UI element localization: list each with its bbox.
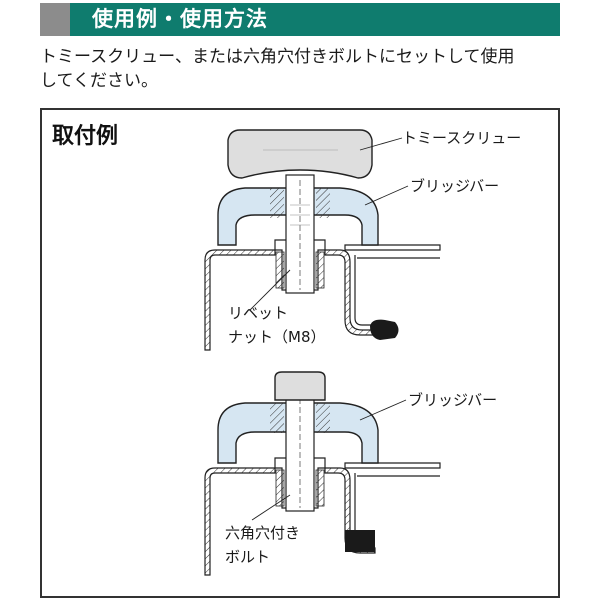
- label-rivet-nut-1: リベット: [228, 304, 288, 322]
- intro-line-2: してください。: [40, 71, 158, 91]
- top-bridge-bar: [217, 187, 379, 246]
- bottom-right-panel: [324, 467, 376, 554]
- header-bar: [70, 3, 560, 36]
- bottom-gasket: [345, 530, 375, 552]
- bottom-bolt-head: [274, 371, 326, 401]
- intro-text: トミースクリュー、または六角穴付きボルトにセットして使用 してください。: [40, 45, 565, 93]
- section-title: 使用例・使用方法: [92, 7, 268, 31]
- label-bolt-1: 六角穴付き: [225, 524, 300, 542]
- label-bolt-2: ボルト: [225, 548, 270, 566]
- top-left-panel: [204, 249, 276, 351]
- bottom-left-panel: [204, 467, 276, 576]
- label-bridge-bar-top: ブリッジバー: [410, 177, 499, 195]
- label-rivet-nut-2: ナット（M8）: [228, 328, 326, 346]
- label-tommy-screw: トミースクリュー: [402, 129, 521, 147]
- intro-line-1: トミースクリュー、または六角穴付きボルトにセットして使用: [40, 47, 515, 67]
- top-knob: [227, 129, 373, 179]
- label-bridge-bar-bottom: ブリッジバー: [408, 391, 497, 409]
- bottom-bridge-bar: [217, 402, 379, 464]
- top-right-panel-upper: [344, 244, 441, 251]
- top-assembly: [204, 129, 441, 351]
- example-title: 取付例: [52, 124, 119, 149]
- header-accent-block: [40, 3, 70, 36]
- bottom-assembly: [204, 371, 441, 576]
- top-right-rail: [354, 255, 395, 326]
- top-gasket: [370, 319, 399, 340]
- section-header: 使用例・使用方法: [40, 3, 560, 36]
